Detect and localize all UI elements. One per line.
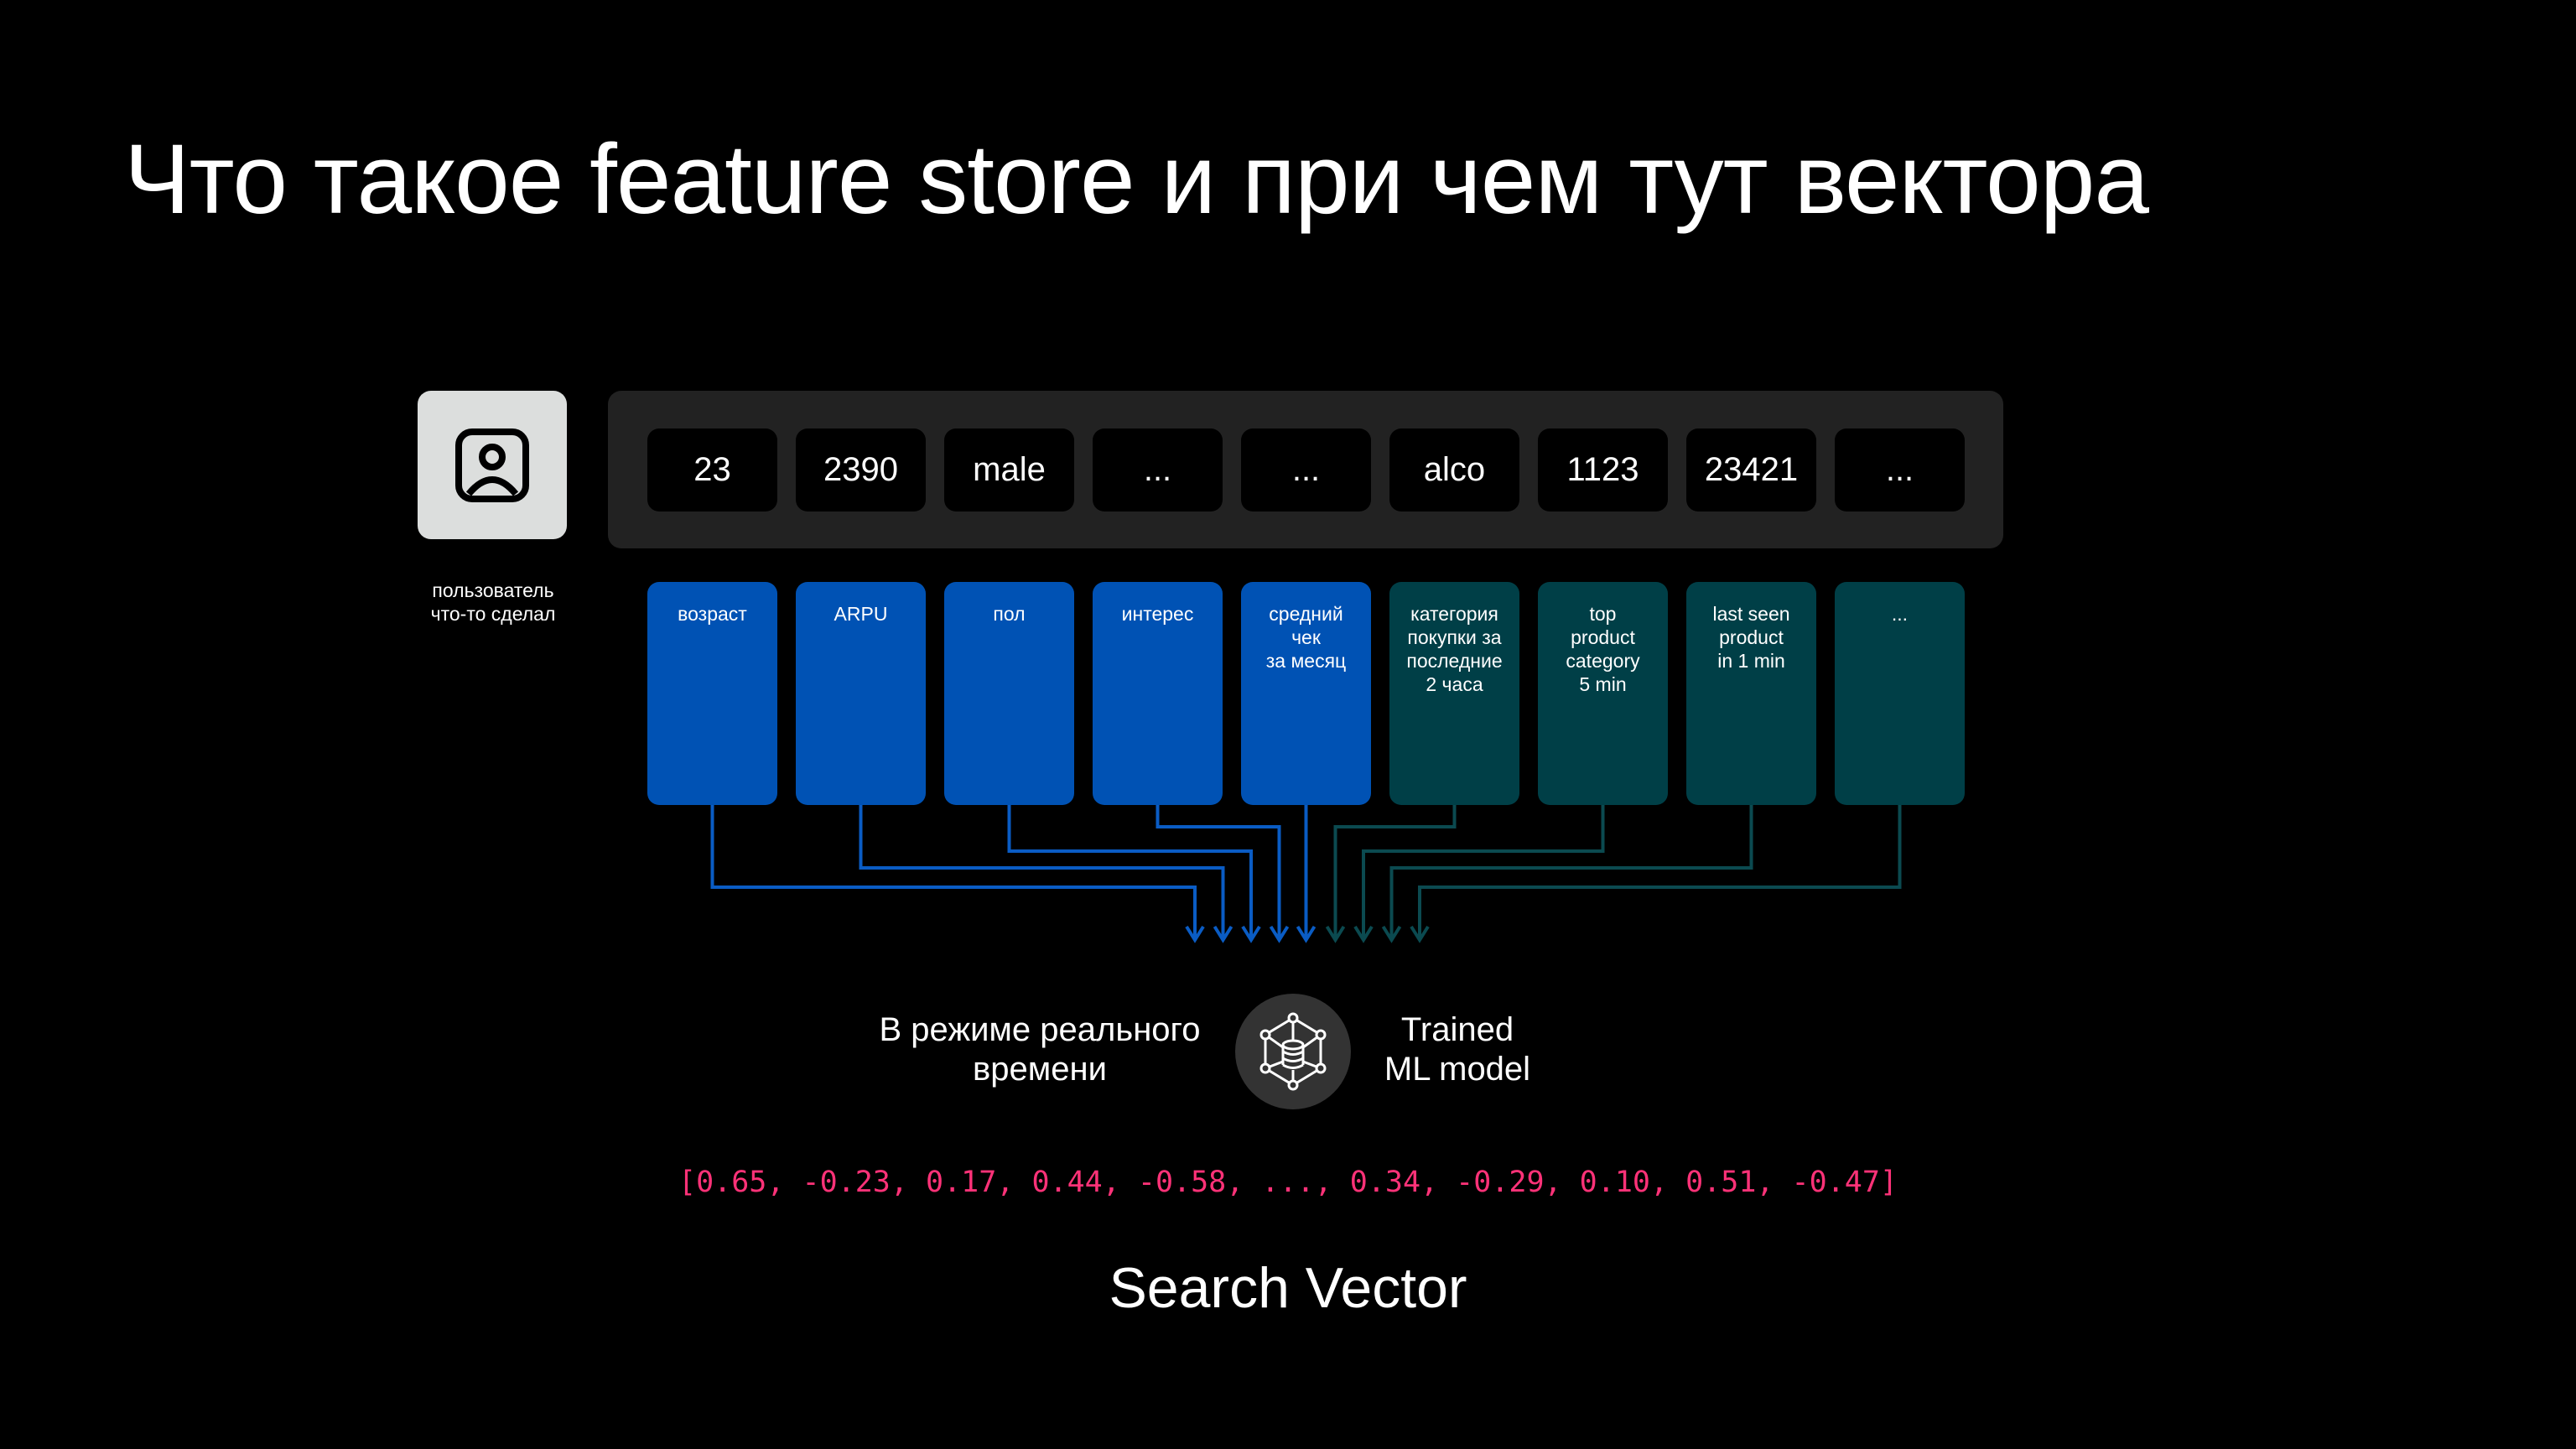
user-label: пользователь что-то сделал bbox=[430, 579, 556, 625]
flow-line bbox=[1156, 805, 1281, 940]
ml-model-network-icon bbox=[1259, 1012, 1327, 1091]
feature-value-cell: 23421 bbox=[1686, 428, 1816, 512]
user-portrait-icon bbox=[455, 428, 529, 502]
arrow-head-icon bbox=[1410, 925, 1430, 943]
flow-line bbox=[1389, 805, 1753, 940]
arrow-head-icon bbox=[1241, 925, 1261, 943]
search-vector-label: Search Vector bbox=[1109, 1256, 1467, 1320]
feature-value-cell: 2390 bbox=[796, 428, 926, 512]
arrow-head-icon bbox=[1269, 925, 1290, 943]
flow-line bbox=[1362, 805, 1605, 940]
feature-value-cell: male bbox=[944, 428, 1074, 512]
arrow-head-icon bbox=[1296, 925, 1317, 943]
arrow-head-icon bbox=[1353, 925, 1374, 943]
feature-card: категория покупки за последние 2 часа bbox=[1389, 582, 1519, 805]
feature-value-cell: ... bbox=[1241, 428, 1371, 512]
realtime-label: В режиме реального времени bbox=[879, 1011, 1201, 1088]
ml-model-node bbox=[1235, 994, 1351, 1109]
flow-line bbox=[859, 805, 1225, 940]
feature-card: средний чек за месяц bbox=[1241, 582, 1371, 805]
trained-model-label: Trained ML model bbox=[1384, 1011, 1531, 1088]
feature-value-cell: ... bbox=[1835, 428, 1965, 512]
feature-card: пол bbox=[944, 582, 1074, 805]
arrow-head-icon bbox=[1213, 925, 1233, 943]
feature-value-cell: alco bbox=[1389, 428, 1519, 512]
feature-card: ARPU bbox=[796, 582, 926, 805]
user-card bbox=[418, 391, 567, 539]
flow-line bbox=[1418, 805, 1902, 940]
feature-card: last seen product in 1 min bbox=[1686, 582, 1816, 805]
feature-card: интерес bbox=[1093, 582, 1223, 805]
flow-line bbox=[1333, 805, 1457, 940]
arrow-head-icon bbox=[1325, 925, 1346, 943]
search-vector-values: [0.65, -0.23, 0.17, 0.44, -0.58, ..., 0.… bbox=[678, 1166, 1898, 1199]
feature-card: возраст bbox=[647, 582, 777, 805]
flow-line bbox=[710, 805, 1197, 940]
feature-value-cell: 23 bbox=[647, 428, 777, 512]
arrow-head-icon bbox=[1185, 925, 1205, 943]
feature-card: top product category 5 min bbox=[1538, 582, 1668, 805]
flow-line bbox=[1007, 805, 1253, 940]
feature-value-cell: ... bbox=[1093, 428, 1223, 512]
arrow-head-icon bbox=[1381, 925, 1402, 943]
feature-card: ... bbox=[1835, 582, 1965, 805]
slide-title: Что такое feature store и при чем тут ве… bbox=[124, 124, 2149, 235]
feature-value-cell: 1123 bbox=[1538, 428, 1668, 512]
